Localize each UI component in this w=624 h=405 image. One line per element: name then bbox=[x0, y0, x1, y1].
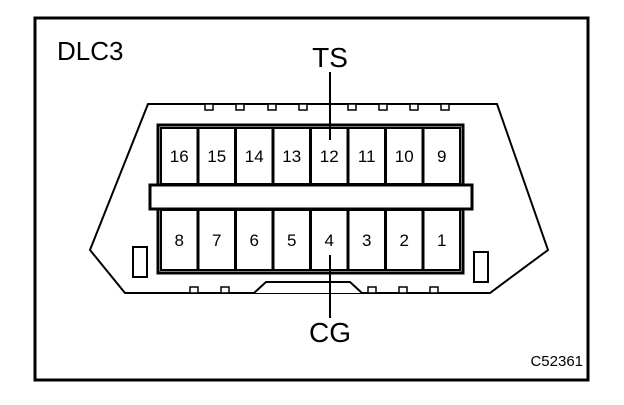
pin-label-15: 15 bbox=[207, 147, 226, 166]
connector-key-tab bbox=[253, 281, 363, 294]
ts-callout-label: TS bbox=[312, 42, 348, 73]
pin-cell-7 bbox=[197, 209, 236, 271]
bottom-pin-row: 8 7 6 5 4 3 2 1 bbox=[160, 209, 461, 271]
pin-cell-14 bbox=[235, 127, 274, 185]
pin-cell-8 bbox=[160, 209, 199, 271]
pin-label-8: 8 bbox=[175, 231, 184, 250]
pin-label-10: 10 bbox=[395, 147, 414, 166]
pin-label-1: 1 bbox=[437, 231, 446, 250]
pin-cell-5 bbox=[272, 209, 311, 271]
pin-label-11: 11 bbox=[358, 147, 376, 166]
top-pin-row: 16 15 14 13 12 11 10 9 bbox=[160, 127, 461, 185]
pin-cell-6 bbox=[235, 209, 274, 271]
center-divider-bar bbox=[148, 183, 474, 211]
right-latch-slot bbox=[473, 251, 489, 283]
pin-label-9: 9 bbox=[437, 147, 446, 166]
cg-callout-label: CG bbox=[309, 317, 351, 348]
left-latch-slot bbox=[132, 246, 148, 278]
pin-label-5: 5 bbox=[287, 231, 296, 250]
pin-cell-2 bbox=[385, 209, 424, 271]
pin-label-12: 12 bbox=[320, 147, 339, 166]
pin-cell-10 bbox=[385, 127, 424, 185]
pin-label-13: 13 bbox=[282, 147, 301, 166]
shell-top-notches bbox=[204, 103, 450, 111]
pin-cell-15 bbox=[197, 127, 236, 185]
pin-label-2: 2 bbox=[400, 231, 409, 250]
pin-label-3: 3 bbox=[362, 231, 371, 250]
pin-label-7: 7 bbox=[212, 231, 221, 250]
pin-label-4: 4 bbox=[325, 231, 334, 250]
figure-code: C52361 bbox=[530, 353, 583, 370]
pin-label-16: 16 bbox=[170, 147, 189, 166]
pin-label-6: 6 bbox=[250, 231, 259, 250]
pin-cell-1 bbox=[422, 209, 461, 271]
connector-shell bbox=[88, 103, 550, 294]
pin-cell-9 bbox=[422, 127, 461, 185]
shell-bottom-notches bbox=[189, 286, 439, 294]
pin-cell-16 bbox=[160, 127, 199, 185]
outer-frame bbox=[33, 16, 590, 382]
pin-label-14: 14 bbox=[245, 147, 264, 166]
diagram-title: DLC3 bbox=[57, 36, 123, 66]
